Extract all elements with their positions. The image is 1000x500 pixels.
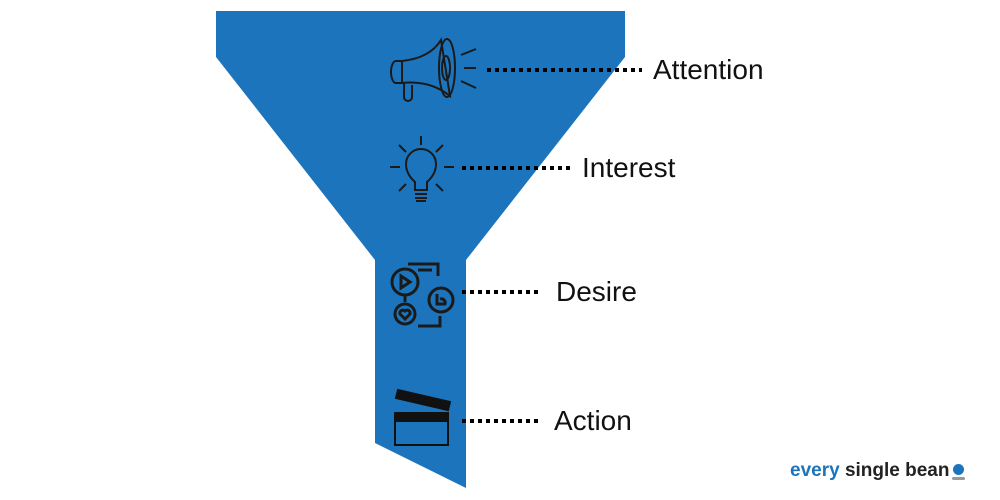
megaphone-icon <box>390 37 477 102</box>
clapperboard-icon <box>394 388 452 446</box>
dotted-leaders <box>462 68 642 423</box>
stage-label-desire: Desire <box>556 276 637 307</box>
lightbulb-icon <box>390 136 454 202</box>
funnel-shape <box>216 11 625 488</box>
stage-label-interest: Interest <box>582 152 676 183</box>
bean-icon <box>952 464 966 480</box>
stage-label-action: Action <box>554 405 632 436</box>
social-media-icon <box>390 262 455 328</box>
brand-logo: every single bean <box>790 460 966 482</box>
stage-label-attention: Attention <box>653 54 764 85</box>
